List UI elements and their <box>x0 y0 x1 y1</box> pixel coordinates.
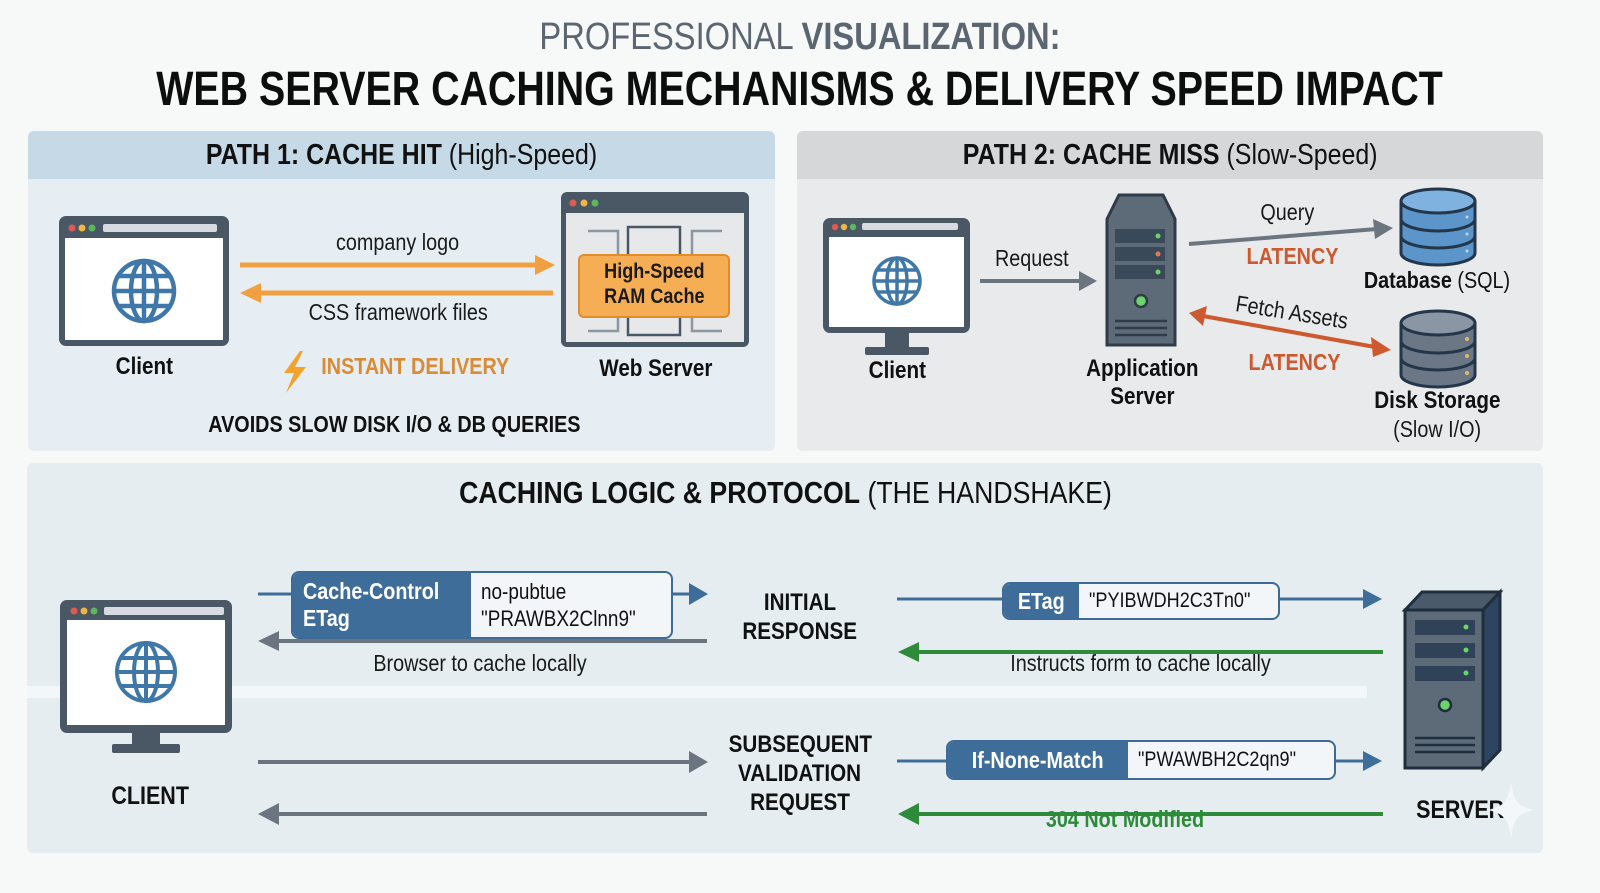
cache-miss-heading-bold: PATH 2: CACHE MISS <box>962 139 1220 171</box>
latency-label-1: LATENCY <box>1246 243 1338 269</box>
cache-hit-footer: AVOIDS SLOW DISK I/O & DB QUERIES <box>208 411 581 437</box>
latency-label-2: LATENCY <box>1248 349 1340 375</box>
protocol-heading-light: (THE HANDSHAKE) <box>866 475 1112 510</box>
initial-right-header-box: ETag "PYIBWDH2C3Tn0" <box>1002 582 1280 620</box>
ram-cache-box <box>578 254 730 318</box>
page-subtitle: PROFESSIONAL VISUALIZATION: <box>0 16 1600 59</box>
page-title: WEB SERVER CACHING MECHANISMS & DELIVERY… <box>0 62 1600 117</box>
request-label: Request <box>995 245 1069 271</box>
cache-hit-panel: PATH 1: CACHE HIT (High-Speed) <box>28 131 775 451</box>
request-arrow <box>240 255 555 275</box>
ram-cache-line-2: RAM Cache <box>603 285 705 308</box>
client-label: Client <box>868 357 926 384</box>
cache-miss-heading: PATH 2: CACHE MISS (Slow-Speed) <box>797 131 1543 179</box>
subtitle-bold: VISUALIZATION: <box>801 16 1061 58</box>
globe-icon <box>872 256 922 306</box>
cache-hit-heading-bold: PATH 1: CACHE HIT <box>205 139 442 171</box>
initial-left-header-values: no-pubtue "PRAWBX2Clnn9" <box>481 579 636 631</box>
initial-left-header-keys: Cache-Control ETag <box>293 573 471 637</box>
ram-cache-line-1: High-Speed <box>603 260 705 283</box>
cache-hit-heading-light: (High-Speed) <box>448 139 598 171</box>
query-arrow <box>1188 219 1393 246</box>
database-icon <box>1399 187 1477 267</box>
client-label: Client <box>115 353 173 380</box>
request-arrow <box>980 271 1097 291</box>
cache-miss-panel: PATH 2: CACHE MISS (Slow-Speed) <box>797 131 1543 451</box>
protocol-divider <box>27 686 1367 698</box>
not-modified-caption: 304 Not Modified <box>1045 806 1205 832</box>
initial-response-label: INITIAL RESPONSE <box>742 589 858 645</box>
protocol-heading-bold: CACHING LOGIC & PROTOCOL <box>458 475 860 510</box>
response-arrow <box>240 283 553 303</box>
css-framework-label: CSS framework files <box>308 299 488 325</box>
disk-storage-sub-label: (Slow I/O) <box>1393 416 1481 442</box>
initial-right-header-value: "PYIBWDH2C3Tn0" <box>1088 589 1250 612</box>
protocol-heading: CACHING LOGIC & PROTOCOL (THE HANDSHAKE) <box>27 475 1543 511</box>
instructs-cache-caption: Instructs form to cache locally <box>1009 650 1271 676</box>
application-server-label: Application Server <box>1085 355 1199 410</box>
browser-cache-caption: Browser to cache locally <box>373 650 587 676</box>
tower-server-icon <box>1105 193 1177 347</box>
initial-right-header-key: ETag <box>1004 584 1079 618</box>
disk-storage-icon <box>1399 309 1477 389</box>
subsequent-header-box: If-None-Match "PWAWBH2C2qn9" <box>946 740 1336 780</box>
company-logo-label: company logo <box>336 229 460 255</box>
database-label: Database (SQL) <box>1363 267 1511 293</box>
web-server-label: Web Server <box>599 355 713 382</box>
subsequent-header-value: "PWAWBH2C2qn9" <box>1138 748 1297 771</box>
fetch-assets-arrow <box>1189 306 1391 357</box>
subsequent-header-key: If-None-Match <box>948 742 1128 778</box>
cache-hit-diagram <box>59 192 749 393</box>
cache-miss-diagram <box>823 187 1477 389</box>
lightning-icon <box>284 351 306 393</box>
ram-cache-label: High-Speed RAM Cache <box>591 259 717 309</box>
query-label: Query <box>1260 199 1314 225</box>
page-title-text: WEB SERVER CACHING MECHANISMS & DELIVERY… <box>156 63 1444 116</box>
sparkle-icon <box>1488 782 1534 838</box>
subtitle-light: PROFESSIONAL <box>539 16 793 58</box>
cache-hit-heading: PATH 1: CACHE HIT (High-Speed) <box>28 131 775 179</box>
instant-delivery-label: INSTANT DELIVERY <box>321 353 510 379</box>
initial-left-header-box: Cache-Control ETag no-pubtue "PRAWBX2Cln… <box>291 571 673 639</box>
subsequent-validation-label: SUBSEQUENT VALIDATION REQUEST <box>728 731 872 816</box>
disk-storage-label: Disk Storage <box>1373 387 1501 414</box>
protocol-client-label: CLIENT <box>111 782 189 810</box>
globe-icon <box>111 258 177 324</box>
cache-miss-heading-light: (Slow-Speed) <box>1226 139 1378 171</box>
protocol-panel: CACHING LOGIC & PROTOCOL (THE HANDSHAKE) <box>27 463 1543 853</box>
